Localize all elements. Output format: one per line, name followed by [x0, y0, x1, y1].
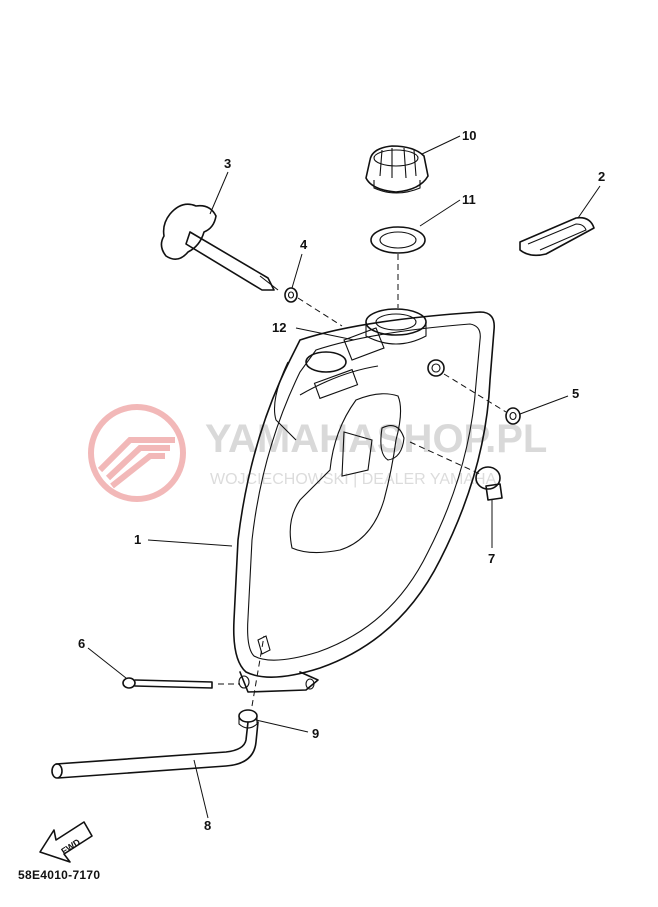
callout-4: 4	[300, 237, 308, 252]
warning-label	[343, 327, 385, 361]
cap-gasket	[370, 226, 426, 254]
watermark: YAMAHASHOP.PL WOJCIECHOWSKI | DEALER YAM…	[88, 404, 547, 502]
part-number: 58E4010-7170	[18, 868, 101, 882]
watermark-subtitle: WOJCIECHOWSKI | DEALER YAMAHA	[210, 471, 497, 488]
callout-6: 6	[78, 636, 85, 651]
fwd-label: FWD	[59, 837, 82, 857]
leader-lines	[87, 135, 601, 819]
callout-9: 9	[312, 726, 319, 741]
callout-12: 12	[272, 320, 286, 335]
callout-3: 3	[224, 156, 231, 171]
callout-2: 2	[598, 169, 605, 184]
callout-1: 1	[134, 532, 141, 547]
callout-11: 11	[462, 192, 476, 207]
hose-rod	[122, 677, 213, 689]
washer-right	[505, 407, 521, 425]
callout-8: 8	[204, 818, 211, 833]
callout-7: 7	[488, 551, 495, 566]
washer-small	[284, 287, 298, 303]
rubber-pad	[519, 216, 595, 257]
watermark-logo	[88, 404, 186, 502]
fuel-hose	[51, 721, 259, 779]
callout-10: 10	[462, 128, 476, 143]
hose-clamp	[238, 709, 258, 729]
fwd-arrow-icon: FWD	[39, 821, 93, 863]
callout-5: 5	[572, 386, 579, 401]
callouts: 1 2 3 4 5 6 7 8 9 10 11 12	[78, 128, 605, 833]
fuel-cock-bolt	[160, 203, 279, 291]
fuel-cap	[365, 145, 429, 194]
fuel-tank	[232, 308, 496, 693]
fitting-nipple	[475, 466, 503, 501]
assembly-lines	[218, 254, 507, 707]
watermark-title: YAMAHASHOP.PL	[205, 417, 547, 461]
